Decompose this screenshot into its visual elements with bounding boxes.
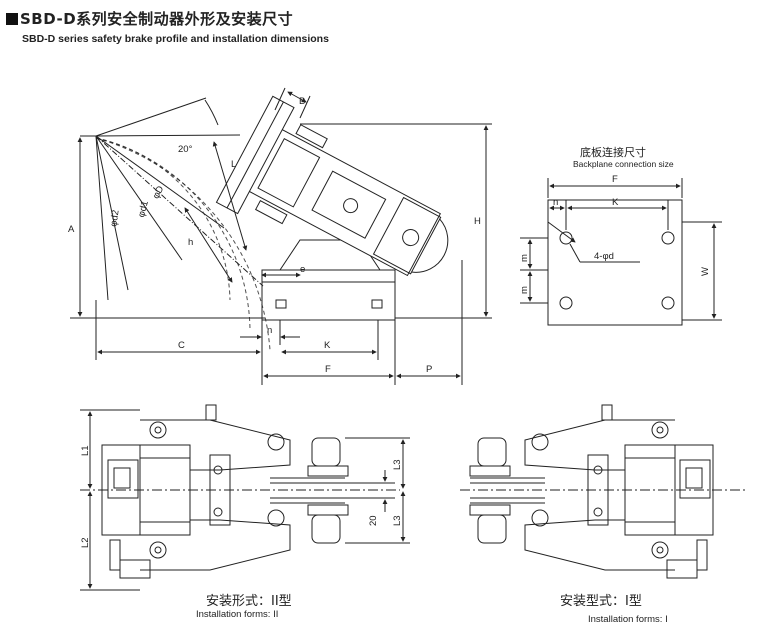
bp-label-F: F bbox=[612, 174, 618, 185]
bp-label-W: W bbox=[700, 267, 711, 276]
label-h: h bbox=[188, 237, 193, 248]
form-ii-drawing bbox=[80, 404, 410, 591]
label-L3a: L3 bbox=[392, 459, 403, 470]
form-i-caption-cn: 安装型式：I型 bbox=[560, 594, 642, 609]
bp-label-holes: 4-φd bbox=[594, 251, 614, 262]
backplane-title-en: Backplane connection size bbox=[573, 159, 674, 169]
bp-label-K: K bbox=[612, 197, 619, 208]
title-square-icon bbox=[6, 13, 18, 25]
form-i-caption-en: Installation forms: I bbox=[588, 614, 668, 625]
label-gap-20: 20 bbox=[368, 515, 379, 526]
label-B: B bbox=[299, 96, 305, 107]
label-e: e bbox=[300, 264, 305, 275]
label-L1: L1 bbox=[80, 445, 91, 456]
label-phid1: φd1 bbox=[136, 200, 151, 219]
bp-label-m1: m bbox=[519, 254, 530, 262]
label-L2: L2 bbox=[80, 537, 91, 548]
form-i-drawing bbox=[460, 404, 745, 579]
label-K: K bbox=[324, 340, 331, 351]
backplane-drawing bbox=[520, 178, 722, 326]
label-L3b: L3 bbox=[392, 515, 403, 526]
title-cn-text: SBD-D系列安全制动器外形及安装尺寸 bbox=[20, 10, 294, 28]
bp-label-n: n bbox=[553, 197, 558, 208]
page-title-en: SBD-D series safety brake profile and in… bbox=[22, 33, 329, 45]
backplane-title-cn: 底板连接尺寸 bbox=[580, 145, 646, 159]
label-L: L bbox=[231, 159, 236, 170]
label-H: H bbox=[474, 216, 481, 227]
label-phid2: φd2 bbox=[108, 209, 121, 227]
form-ii-labels: L1 L2 L3 L3 20 bbox=[80, 445, 403, 548]
label-A: A bbox=[68, 224, 75, 235]
form-ii-caption-en: Installation forms: II bbox=[196, 609, 279, 620]
side-view-drawing bbox=[70, 87, 492, 385]
page-title-cn: SBD-D系列安全制动器外形及安装尺寸 bbox=[6, 8, 293, 29]
label-phiD: φD bbox=[151, 184, 167, 201]
label-C: C bbox=[178, 340, 185, 351]
label-P: P bbox=[426, 364, 432, 375]
form-ii-caption-cn: 安装形式：II型 bbox=[206, 594, 292, 609]
label-angle: 20° bbox=[178, 144, 193, 155]
backplane-labels: 底板连接尺寸 Backplane connection size F n K m… bbox=[519, 145, 711, 294]
label-F: F bbox=[325, 364, 331, 375]
side-view-labels: B 20° L φD φd1 φd2 h e A H n C K F P bbox=[68, 96, 481, 375]
bp-label-m2: m bbox=[519, 286, 530, 294]
label-n: n bbox=[267, 325, 272, 336]
